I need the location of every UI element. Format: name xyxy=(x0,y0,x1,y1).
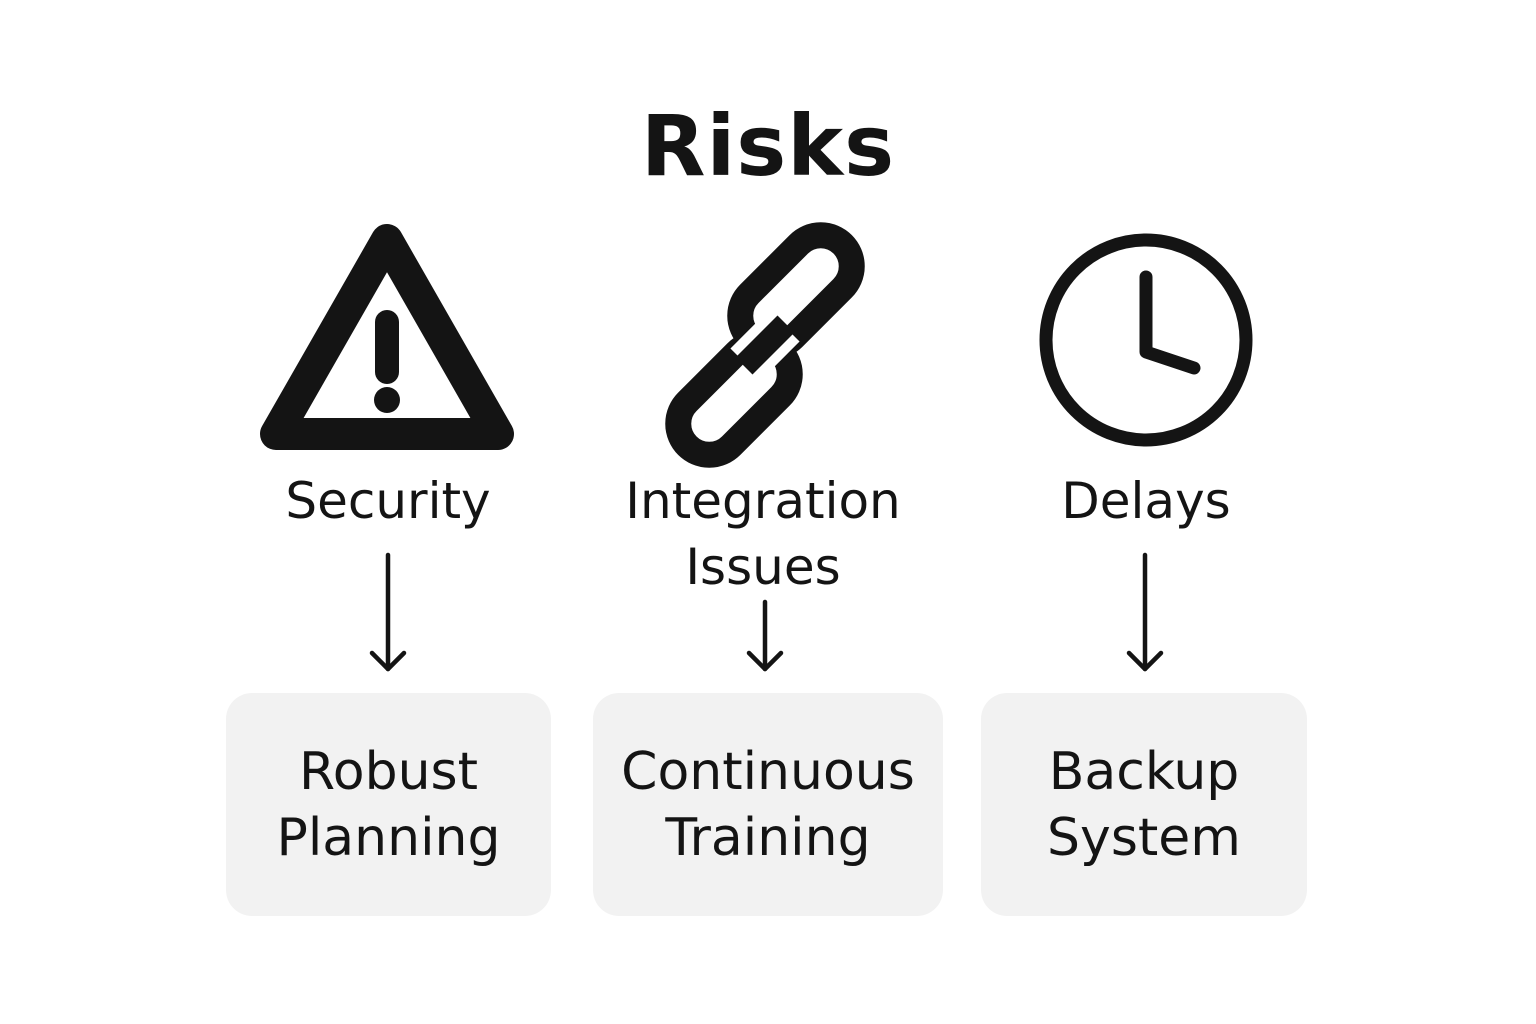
arrow-down-icon xyxy=(369,552,407,672)
mitigation-label: Robust Planning xyxy=(276,741,501,868)
mitigation-box-continuous-training: Continuous Training xyxy=(593,693,943,916)
risk-label-delays: Delays xyxy=(1061,472,1231,530)
arrow-down-icon xyxy=(1126,552,1164,672)
mitigation-box-backup-system: Backup System xyxy=(981,693,1307,916)
mitigation-label: Continuous Training xyxy=(621,741,915,868)
chain-link-icon xyxy=(665,222,865,468)
risk-label-integration-issues: Integration Issues xyxy=(625,472,901,596)
clock-icon xyxy=(1039,233,1253,447)
arrow-down-icon xyxy=(746,599,784,672)
mitigation-label: Backup System xyxy=(1047,741,1241,868)
warning-triangle-icon xyxy=(260,224,514,450)
diagram-title: Risks xyxy=(640,97,896,195)
mitigation-box-robust-planning: Robust Planning xyxy=(226,693,551,916)
risk-label-security: Security xyxy=(285,472,491,530)
